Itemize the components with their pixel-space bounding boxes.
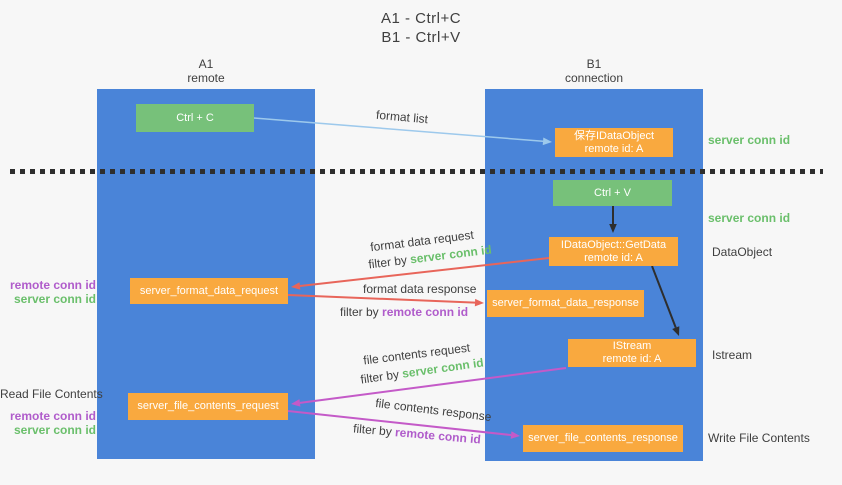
filter-by-text: filter by [359,367,400,387]
node-server-file-contents-response: server_file_contents_response [523,425,683,452]
node-save-idataobject-title: 保存IDataObject [573,129,655,142]
node-save-idataobject: 保存IDataObject remote id: A [555,128,673,157]
left-label-remote-conn-id-top: remote conn id [9,278,96,292]
lane-a1-name: A1 [198,57,214,71]
node-save-idataobject-remote-id: remote id: A [584,142,644,155]
lane-header-b1: B1 connection [485,57,703,85]
diagram-title: A1 - Ctrl+C B1 - Ctrl+V [0,9,842,47]
right-label-istream: Istream [712,348,753,362]
edge-label-format-response-filter: filter by remote conn id [340,305,468,319]
node-ctrl-v-label: Ctrl + V [594,186,631,199]
format-data-response-arrow [287,294,476,304]
edge-label-format-data-response: format data response [363,282,477,296]
phase-separator-line [10,169,823,174]
remote-conn-id-text: remote conn id [394,425,482,447]
node-istream-remote-id: remote id: A [602,353,662,365]
left-label-server-conn-id-top: server conn id [13,292,96,306]
right-label-server-conn-id-mid: server conn id [708,211,791,225]
node-server-format-data-response: server_format_data_response [487,290,644,317]
title-line-b1: B1 - Ctrl+V [381,29,461,46]
format-data-response-arrow-head [474,298,484,307]
filter-by-text: filter by [352,421,393,439]
right-label-dataobject: DataObject [712,245,773,259]
remote-conn-id-text: remote conn id [382,305,469,319]
edge-label-file-response-filter: filter by remote conn id [353,421,482,446]
lane-a1-subtitle: remote [187,71,225,85]
title-line-a1: A1 - Ctrl+C [380,10,462,27]
node-getdata-title: IDataObject::GetData [560,238,667,251]
filter-by-text: filter by [340,305,379,319]
right-label-server-conn-id-top: server conn id [708,133,791,147]
node-istream-title: IStream [612,340,652,352]
right-label-write-file-contents: Write File Contents [708,431,810,445]
node-istream: IStream remote id: A [568,339,696,367]
lane-b1-subtitle: connection [564,71,624,85]
filter-by-text: filter by [367,252,408,272]
lane-header-a1: A1 remote [97,57,315,85]
node-format-request-label: server_format_data_request [139,284,279,297]
left-label-read-file-contents: Read File Contents [0,387,103,401]
node-file-request-label: server_file_contents_request [137,400,279,412]
node-ctrl-v: Ctrl + V [553,180,672,206]
node-server-format-data-request: server_format_data_request [130,278,288,304]
node-format-response-label: server_format_data_response [492,297,639,309]
left-label-server-conn-id-bottom: server conn id [13,423,96,437]
node-server-file-contents-request: server_file_contents_request [128,393,288,420]
edge-label-file-contents-response: file contents response [374,395,493,425]
left-label-remote-conn-id-bottom: remote conn id [9,409,96,423]
edge-label-format-list: format list [375,107,429,127]
lane-b1-name: B1 [586,57,602,71]
node-file-response-label: server_file_contents_response [528,432,678,444]
node-ctrl-c: Ctrl + C [136,104,254,132]
node-getdata-remote-id: remote id: A [584,251,643,264]
node-idataobject-getdata: IDataObject::GetData remote id: A [549,237,678,266]
node-ctrl-c-label: Ctrl + C [176,111,214,124]
